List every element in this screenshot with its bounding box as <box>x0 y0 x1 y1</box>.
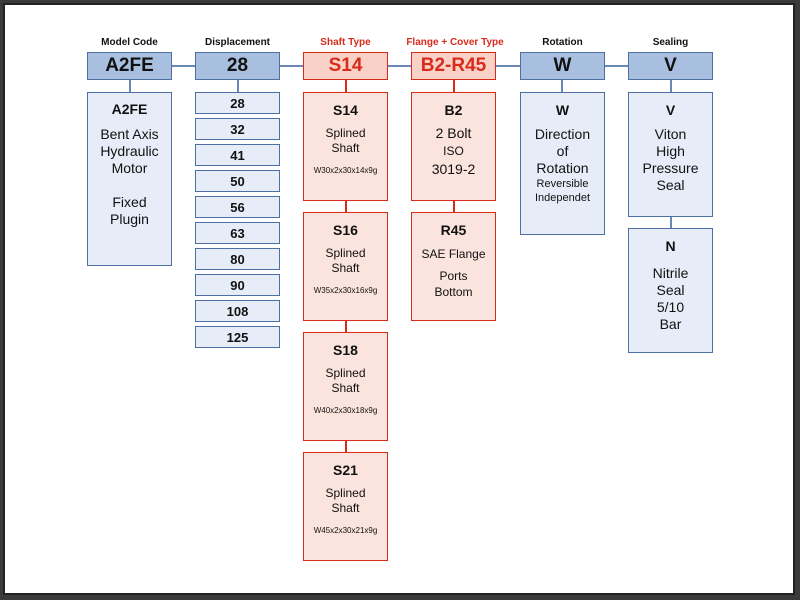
sealing-option-line: Pressure <box>642 160 699 176</box>
shaft-option-s16: S16 Splined Shaft W35x2x30x16x9g <box>303 212 388 321</box>
code-rotation: W <box>520 52 605 80</box>
rotation-option-line: Reversible <box>536 178 589 190</box>
sealing-option-title: V <box>665 102 676 118</box>
sealing-option-line: 5/10 <box>656 299 685 315</box>
model-option-title: A2FE <box>111 101 148 117</box>
connector-sealing-v-n <box>670 217 672 228</box>
displacement-option: 41 <box>195 144 280 166</box>
flange-option-b2: B2 2 Bolt ISO 3019-2 <box>411 92 496 201</box>
shaft-option-spec: W40x2x30x18x9g <box>313 406 378 415</box>
connector-flange-rotation <box>496 65 520 67</box>
model-option-line: Motor <box>111 160 148 176</box>
shaft-option-line: Shaft <box>331 381 360 395</box>
displacement-option: 32 <box>195 118 280 140</box>
sealing-option-line: Viton <box>654 126 687 142</box>
shaft-option-s18: S18 Splined Shaft W40x2x30x18x9g <box>303 332 388 441</box>
flange-option-line: ISO <box>443 144 464 158</box>
shaft-option-line: Shaft <box>331 501 360 515</box>
sealing-option-line: Nitrile <box>652 265 689 281</box>
connector-flange-down <box>453 80 455 92</box>
displacement-option: 63 <box>195 222 280 244</box>
shaft-option-title: S16 <box>333 222 358 238</box>
flange-option-line: 2 Bolt <box>435 125 472 141</box>
connector-shaft-s14-s16 <box>345 201 347 213</box>
flange-option-line: 3019-2 <box>431 161 476 177</box>
connector-sealing-down <box>670 80 672 92</box>
flange-option-line: Bottom <box>434 285 473 299</box>
displacement-option: 80 <box>195 248 280 270</box>
sealing-option-line: Seal <box>656 177 685 193</box>
flange-option-title: R45 <box>440 222 467 238</box>
header-displacement: Displacement <box>204 37 271 48</box>
connector-shaft-down <box>345 80 347 92</box>
displacement-option: 28 <box>195 92 280 114</box>
code-displacement: 28 <box>195 52 280 80</box>
connector-displacement-shaft <box>280 65 303 67</box>
connector-model-displacement <box>172 65 195 67</box>
shaft-option-title: S18 <box>333 342 358 358</box>
displacement-option: 125 <box>195 326 280 348</box>
flange-option-line: Ports <box>439 269 468 283</box>
flange-option-line: SAE Flange <box>421 247 486 261</box>
flange-option-title: B2 <box>444 102 463 118</box>
shaft-option-line: Shaft <box>331 141 360 155</box>
header-shaft-type: Shaft Type <box>320 37 371 48</box>
sealing-option-v: V Viton High Pressure Seal <box>628 92 713 217</box>
sealing-option-line: Bar <box>659 316 682 332</box>
connector-shaft-flange <box>388 65 411 67</box>
displacement-option: 90 <box>195 274 280 296</box>
code-flange: B2-R45 <box>411 52 496 80</box>
displacement-option: 56 <box>195 196 280 218</box>
code-sealing: V <box>628 52 713 80</box>
connector-shaft-s18-s21 <box>345 441 347 453</box>
header-sealing: Sealing <box>652 37 689 48</box>
model-option-line: Bent Axis <box>100 126 159 142</box>
model-option-box: A2FE Bent Axis Hydraulic Motor Fixed Plu… <box>87 92 172 266</box>
model-option-line: Fixed <box>112 194 147 210</box>
sealing-option-line: Seal <box>656 282 685 298</box>
shaft-option-spec: W35x2x30x16x9g <box>313 286 378 295</box>
flange-option-r45: R45 SAE Flange Ports Bottom <box>411 212 496 321</box>
code-shaft: S14 <box>303 52 388 80</box>
rotation-option-line: Independet <box>534 192 591 204</box>
rotation-option-title: W <box>555 102 570 118</box>
connector-flange-b2-r45 <box>453 201 455 213</box>
shaft-option-line: Splined <box>325 366 366 380</box>
rotation-option-line: Rotation <box>536 160 589 176</box>
sealing-option-title: N <box>665 238 676 254</box>
rotation-option-line: Direction <box>534 126 591 142</box>
shaft-option-title: S14 <box>333 102 358 118</box>
shaft-option-title: S21 <box>333 462 358 478</box>
shaft-option-s14: S14 Splined Shaft W30x2x30x14x9g <box>303 92 388 201</box>
shaft-option-line: Splined <box>325 246 366 260</box>
code-model: A2FE <box>87 52 172 80</box>
displacement-option: 50 <box>195 170 280 192</box>
model-option-line: Hydraulic <box>100 143 159 159</box>
connector-shaft-s16-s18 <box>345 321 347 333</box>
rotation-option-w: W Direction of Rotation Reversible Indep… <box>520 92 605 235</box>
shaft-option-line: Shaft <box>331 261 360 275</box>
shaft-option-s21: S21 Splined Shaft W45x2x30x21x9g <box>303 452 388 561</box>
shaft-option-line: Splined <box>325 486 366 500</box>
header-flange-cover-type: Flange + Cover Type <box>406 37 504 48</box>
shaft-option-spec: W45x2x30x21x9g <box>313 526 378 535</box>
sealing-option-n: N Nitrile Seal 5/10 Bar <box>628 228 713 353</box>
header-model-code: Model Code <box>101 37 158 48</box>
connector-rotation-down <box>561 80 563 92</box>
connector-rotation-sealing <box>605 65 628 67</box>
header-rotation: Rotation <box>542 37 583 48</box>
rotation-option-line: of <box>556 143 569 159</box>
sealing-option-line: High <box>656 143 685 159</box>
shaft-option-line: Splined <box>325 126 366 140</box>
shaft-option-spec: W30x2x30x14x9g <box>313 166 378 175</box>
connector-displacement-down <box>237 80 239 92</box>
connector-model-down <box>129 80 131 92</box>
model-option-line: Plugin <box>110 211 149 227</box>
displacement-option: 108 <box>195 300 280 322</box>
